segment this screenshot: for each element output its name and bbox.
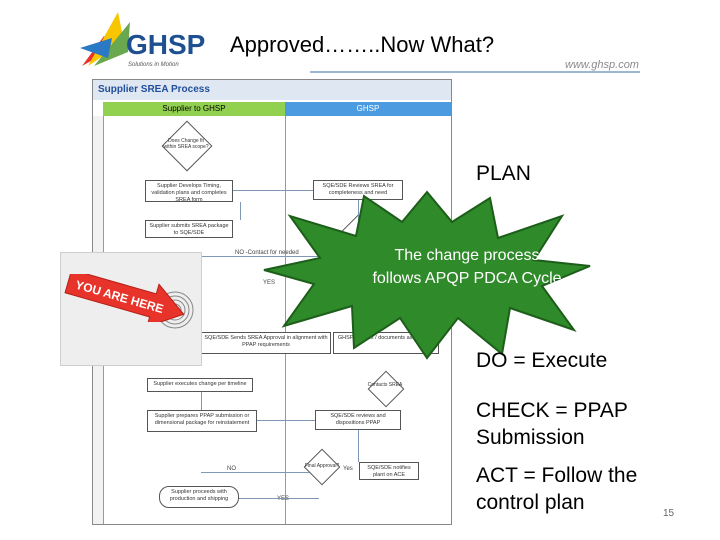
pdca-check: CHECK = PPAP Submission bbox=[476, 399, 628, 449]
flow-step: SQE/SDE Reviews SREA for completeness an… bbox=[313, 180, 403, 200]
page-number: 15 bbox=[663, 508, 675, 519]
lane-header-ghsp: GHSP bbox=[285, 102, 451, 116]
connector-line bbox=[233, 190, 313, 191]
lane-divider bbox=[285, 116, 286, 524]
decision-label: Final Approval? bbox=[304, 463, 340, 469]
decision-label: Does Change fit within SREA scope? bbox=[163, 138, 209, 150]
flow-step: Supplier submits SREA package to SQE/SDE bbox=[145, 220, 233, 238]
pdca-act: ACT = Follow the control plan bbox=[476, 464, 638, 514]
decision-label: Contacts SREA bbox=[367, 382, 403, 388]
connector-line bbox=[239, 498, 319, 499]
starburst-callout bbox=[262, 188, 592, 360]
you-are-here-arrow: YOU ARE HERE bbox=[62, 269, 192, 328]
connector-line bbox=[201, 392, 202, 410]
flow-terminal: Supplier proceeds with production and sh… bbox=[159, 486, 239, 508]
website-url: www.ghsp.com bbox=[565, 59, 639, 71]
flow-step: SQE/SDE reviews and dispositions PPAP bbox=[315, 410, 401, 430]
lane-header-supplier: Supplier to GHSP bbox=[103, 102, 285, 116]
branch-label: NO bbox=[227, 466, 236, 472]
flow-step: Supplier Develops Timing, validation pla… bbox=[145, 180, 233, 203]
connector-line bbox=[240, 202, 241, 220]
page-title: Approved……..Now What? bbox=[230, 32, 495, 57]
flow-step: SQE/SDE Sends SREA Approval in alignment… bbox=[201, 332, 331, 354]
connector-line bbox=[201, 256, 351, 257]
decision-diamond bbox=[367, 370, 405, 408]
connector-line bbox=[201, 472, 309, 473]
connector-line bbox=[257, 420, 315, 421]
connector-line bbox=[358, 430, 359, 462]
svg-text:GHSP: GHSP bbox=[126, 29, 205, 60]
pdca-plan: PLAN bbox=[476, 162, 531, 185]
flow-step: SQE/SDE notifies plant on ACE bbox=[359, 462, 419, 480]
branch-label: NO -Contact for needed bbox=[235, 250, 299, 256]
connector-line bbox=[358, 200, 359, 220]
svg-text:Solutions in Motion: Solutions in Motion bbox=[128, 62, 179, 68]
starburst-text: The change process follows APQP PDCA Cyc… bbox=[372, 247, 562, 287]
branch-label: YES bbox=[263, 280, 276, 286]
flow-step: Supplier prepares PPAP submission or dim… bbox=[147, 410, 257, 432]
flow-step: Supplier executes change per timeline bbox=[147, 378, 253, 392]
pdca-do: DO = Execute bbox=[476, 349, 608, 372]
branch-label: Yes bbox=[343, 466, 353, 472]
ghsp-logo: GHSP Solutions in Motion bbox=[78, 8, 216, 70]
header-divider bbox=[310, 71, 640, 73]
branch-label: YES bbox=[277, 496, 290, 502]
flowchart-title: Supplier SREA Process bbox=[93, 80, 451, 100]
